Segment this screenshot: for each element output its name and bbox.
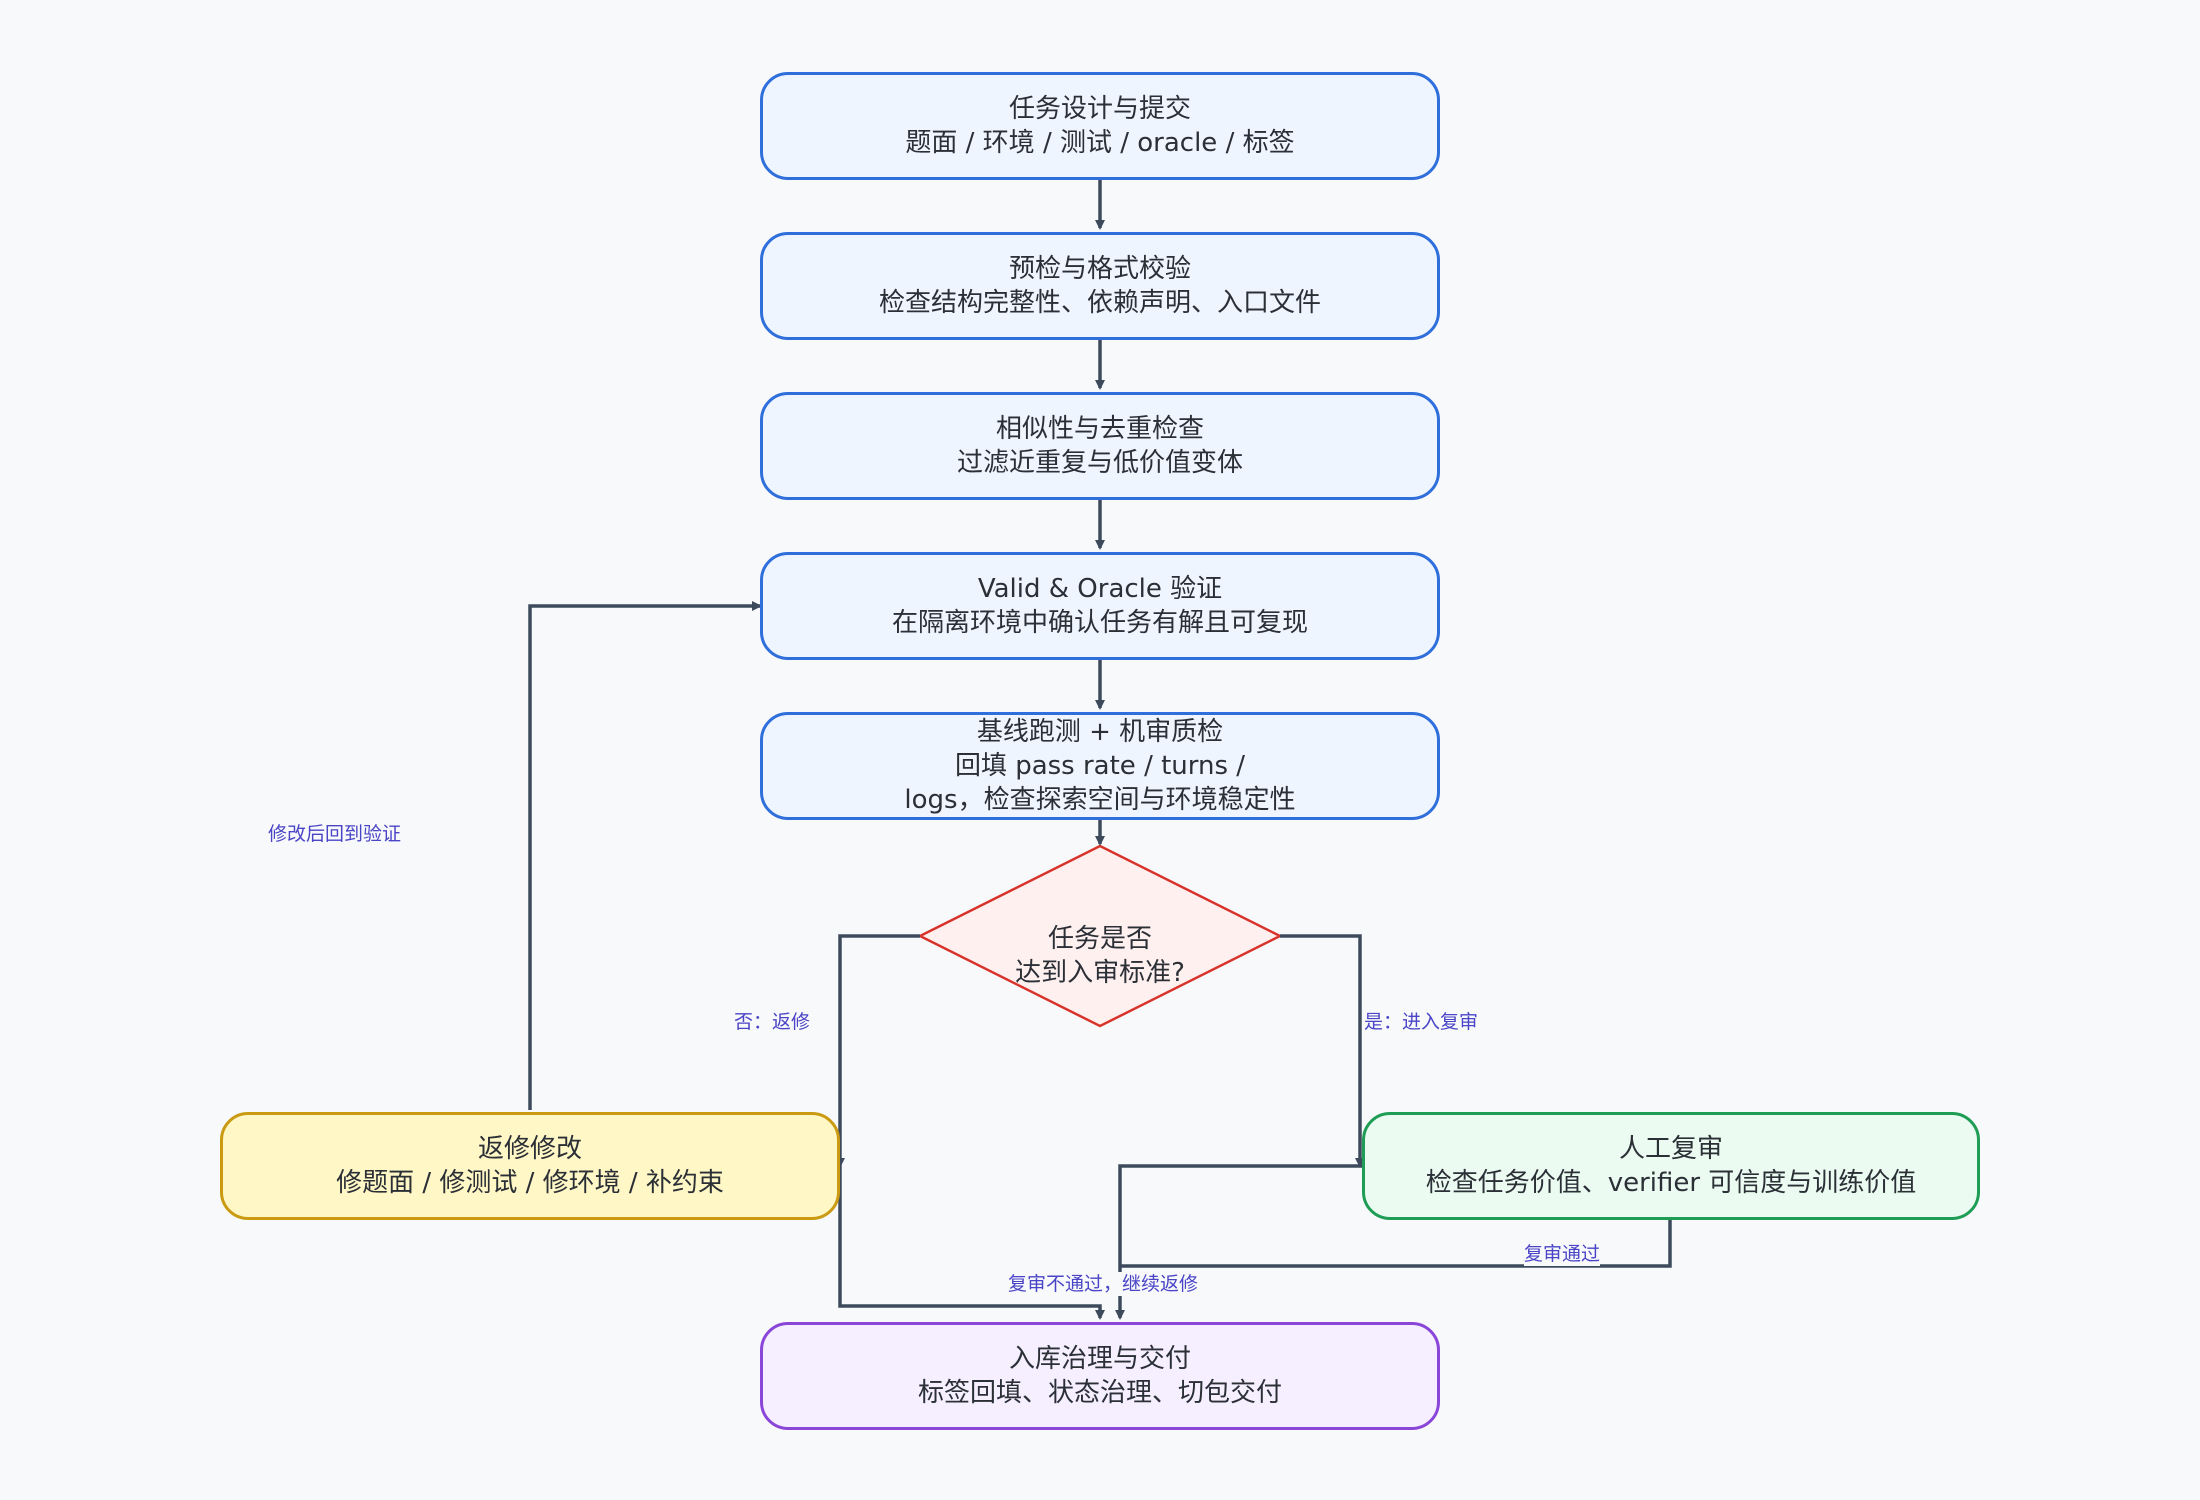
node-detail: 过滤近重复与低价值变体 (956, 448, 1243, 478)
node-baseline: 基线跑测 + 机审质检 回填 pass rate / turns / logs，… (760, 712, 1440, 820)
node-title: 人工复审 (1618, 1134, 1723, 1164)
node-title: 入库治理与交付 (1008, 1344, 1191, 1374)
arrow-no-branch-to-deliver (838, 1166, 1105, 1320)
arrow-revise-back-to-validate (528, 601, 762, 1110)
decision-line2: 达到入审标准? (1015, 958, 1185, 988)
edge-label-review-pass: 复审通过 (1524, 1242, 1601, 1266)
node-title: 相似性与去重检查 (995, 414, 1204, 444)
node-human-review: 人工复审 检查任务价值、verifier 可信度与训练价值 (1362, 1112, 1980, 1220)
node-title: 返修修改 (477, 1134, 582, 1164)
edge-label-no: 否：返修 (734, 1010, 811, 1034)
node-detail: 题面 / 环境 / 测试 / oracle / 标签 (905, 128, 1295, 158)
edge-label-review-fail: 复审不通过，继续返修 (1008, 1272, 1199, 1296)
node-title: 任务设计与提交 (1008, 94, 1191, 124)
node-revise: 返修修改 修题面 / 修测试 / 修环境 / 补约束 (220, 1112, 840, 1220)
node-title: 基线跑测 + 机审质检 (976, 717, 1224, 747)
node-detail: 修题面 / 修测试 / 修环境 / 补约束 (336, 1168, 724, 1198)
node-detail: 检查结构完整性、依赖声明、入口文件 (878, 288, 1321, 318)
node-title: Valid & Oracle 验证 (977, 574, 1223, 604)
arrow-decision-no-to-revise (835, 934, 920, 1168)
edge-label-yes: 是：进入复审 (1364, 1010, 1479, 1034)
node-detail: 标签回填、状态治理、切包交付 (917, 1378, 1282, 1408)
node-title: 预检与格式校验 (1008, 254, 1191, 284)
node-task-submit: 任务设计与提交 题面 / 环境 / 测试 / oracle / 标签 (760, 72, 1440, 180)
node-validate: Valid & Oracle 验证 在隔离环境中确认任务有解且可复现 (760, 552, 1440, 660)
node-detail: 检查任务价值、verifier 可信度与训练价值 (1425, 1168, 1917, 1198)
node-dedup: 相似性与去重检查 过滤近重复与低价值变体 (760, 392, 1440, 500)
arrow-review-pass-to-deliver (1120, 1220, 1672, 1268)
node-detail: 回填 pass rate / turns / (954, 751, 1246, 781)
node-detail-cont: logs，检查探索空间与环境稳定性 (904, 785, 1296, 815)
node-detail: 在隔离环境中确认任务有解且可复现 (891, 608, 1308, 638)
decision-diamond (917, 844, 1283, 1028)
node-precheck: 预检与格式校验 检查结构完整性、依赖声明、入口文件 (760, 232, 1440, 340)
node-deliver: 入库治理与交付 标签回填、状态治理、切包交付 (760, 1322, 1440, 1430)
node-decision-label: 任务是否 达到入审标准? (920, 886, 1280, 1026)
arrow-decision-yes-to-review (1280, 934, 1365, 1168)
decision-line1: 任务是否 (1047, 924, 1152, 954)
edge-label-back-to-validate: 修改后回到验证 (268, 822, 402, 846)
